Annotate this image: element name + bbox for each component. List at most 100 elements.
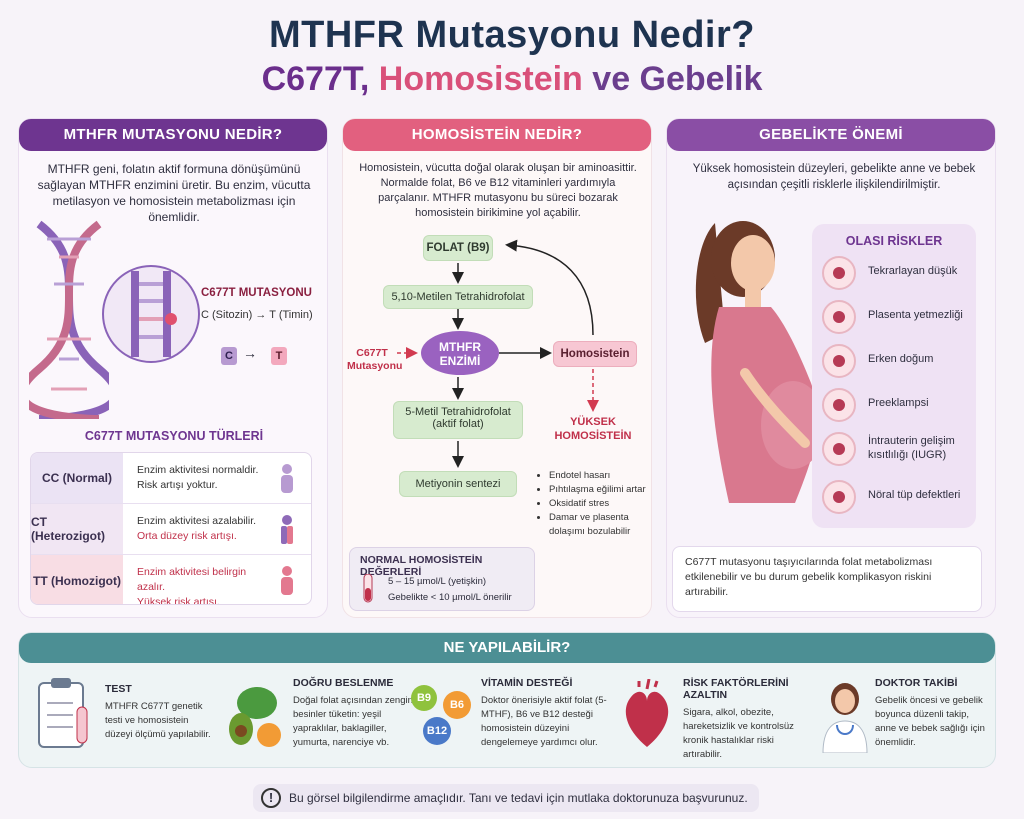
metiyonin-box: Metiyonin sentezi [399,471,517,497]
type-desc: Enzim aktivitesi azalabilir. Orta düzey … [137,514,277,544]
doctor-icon [822,683,868,753]
disclaimer: ! Bu görsel bilgilendirme amaçlıdır. Tan… [253,784,759,812]
type-desc-line2: Orta düzey risk artışı. [137,530,237,542]
homosistein-box: Homosistein [553,341,637,367]
risk-factors-column: RİSK FAKTÖRLERİNİ AZALTIN Sigara, alkol,… [683,677,809,765]
mutation-types-table: CC (Normal) Enzim aktivitesi normaldir. … [30,452,312,605]
dna-zoom-icon [102,265,200,363]
vitamin-b9-icon: B9 [411,685,437,711]
yuksek-line2: HOMOSİSTEİN [554,430,632,442]
what-to-do-header: NE YAPILABİLİR? [19,633,995,663]
yuksek-line1: YÜKSEK [570,416,616,428]
risk-factors-text: Sigara, alkol, obezite, hareketsizlik ve… [683,707,794,760]
base-t: T [271,347,287,365]
preterm-icon [822,344,856,378]
type-row-cc: CC (Normal) Enzim aktivitesi normaldir. … [31,453,311,504]
metil-line2: (aktif folat) [432,418,484,430]
vitamin-b6-icon: B6 [443,691,471,719]
risk-item: Plasenta yetmezliği [822,298,972,338]
risks-title: OLASI RİSKLER [845,234,943,248]
risk-item: Nöral tüp defektleri [822,478,972,518]
placenta-icon [822,300,856,334]
effect-item: Oksidatif stres [549,497,651,511]
fetus-icon [822,432,856,466]
gebelik-note: C677T mutasyonu taşıyıcılarında folat me… [672,546,982,612]
type-desc: Enzim aktivitesi belirgin azalır. Yüksek… [137,565,277,604]
metilen-box: 5,10-Metilen Tetrahidrofolat [383,285,533,309]
doctor-column: DOKTOR TAKİBİ Gebelik öncesi ve gebelik … [875,677,991,765]
risk-label: Preeklampsi [868,397,929,409]
vegetables-icon [229,687,281,747]
normal-pregnancy: Gebelikte < 10 µmol/L önerilir [388,592,512,603]
page-subtitle: C677T, Homosistein ve Gebelik [0,60,1024,99]
type-label: TT (Homozigot) [31,555,123,604]
risk-label: Erken doğum [868,353,934,365]
mthfr-enzyme: MTHFR ENZİMİ [421,331,499,375]
risk-item: İntrauterin gelişim kısıtlılığı (IUGR) [822,430,972,470]
doctor-title: DOKTOR TAKİBİ [875,677,958,689]
type-row-tt: TT (Homozigot) Enzim aktivitesi belirgin… [31,555,311,604]
pregnant-woman-illustration [695,221,815,503]
vitamin-column: VİTAMİN DESTEĞİ Doktor önerisiyle aktif … [481,677,613,765]
mthfr-intro: MTHFR geni, folatın aktif formuna dönüşü… [37,162,311,224]
mthfr-panel-header: MTHFR MUTASYONU NEDİR? [19,119,327,151]
effect-item: Damar ve plasenta dolaşımı bozulabilir [549,511,651,539]
person-icon [281,566,293,595]
effect-item: Endotel hasarı [549,469,651,483]
normal-values-box: NORMAL HOMOSİSTEİN DEĞERLERİ 5 – 15 µmol… [349,547,535,611]
types-title: C677T MUTASYONU TÜRLERİ [84,429,264,443]
dna-helix-icon [29,220,109,419]
vitamin-text: Doktor önerisiyle aktif folat (5-MTHF), … [481,695,607,748]
yuksek-homosistein-label: YÜKSEK HOMOSİSTEİN [543,415,643,443]
nutrition-title: DOĞRU BESLENME [293,677,394,689]
arrow-right-icon: → [243,345,257,361]
risk-factors-title: RİSK FAKTÖRLERİNİ AZALTIN [683,677,789,701]
gebelik-intro: Yüksek homosistein düzeyleri, gebelikte … [692,163,976,191]
metil-box: 5-Metil Tetrahidrofolat(aktif folat) [393,401,523,439]
type-desc-line1: Enzim aktivitesi belirgin azalır. [137,566,247,593]
brain-icon [822,480,856,514]
page-title: MTHFR Mutasyonu Nedir? [269,14,755,56]
risk-item: Erken doğum [822,342,972,382]
type-desc-line1: Enzim aktivitesi azalabilir. [137,515,257,527]
homosistein-intro: Homosistein, vücutta doğal olarak oluşan… [359,162,637,219]
vitamin-b12-icon: B12 [423,717,451,745]
mthfr-enzyme-label: MTHFR ENZİMİ [439,340,481,368]
folat-box: FOLAT (B9) [423,235,493,261]
nutrition-column: DOĞRU BESLENME Doğal folat açısından zen… [293,677,413,765]
test-title: TEST [105,683,132,695]
heart-icon [625,679,669,747]
metabolism-arrows [397,239,599,468]
risk-item: Preeklampsi [822,386,972,426]
preeclampsia-icon [822,388,856,422]
subtitle-homosistein: Homosistein [378,60,583,98]
doctor-text: Gebelik öncesi ve gebelik boyunca düzenl… [875,695,985,748]
normal-values-title: NORMAL HOMOSİSTEİN DEĞERLERİ [360,554,483,578]
risks-card: OLASI RİSKLER Tekrarlayan düşük Plasenta… [812,224,976,528]
gebelik-panel-header: GEBELİKTE ÖNEMİ [667,119,995,151]
risk-label: Nöral tüp defektleri [868,489,961,501]
c677t-label-line2: Mutasyonu [347,360,403,372]
type-desc-line1: Enzim aktivitesi normaldir. [137,464,259,476]
disclaimer-text: Bu görsel bilgilendirme amaçlıdır. Tanı … [289,791,748,805]
metil-line1: 5-Metil Tetrahidrofolat [405,406,511,418]
subtitle-c677t: C677T, [261,60,370,98]
type-label: CC (Normal) [31,453,123,503]
type-row-ct: CT (Heterozigot) Enzim aktivitesi azalab… [31,504,311,555]
effect-item: Pıhtılaşma eğilimi artar [549,483,651,497]
vitamin-title: VİTAMİN DESTEĞİ [481,677,573,689]
test-text: MTHFR C677T genetik testi ve homosistein… [105,701,211,740]
c677t-label-line1: C677T [356,347,388,359]
normal-adult: 5 – 15 µmol/L (yetişkin) [388,576,487,587]
homosistein-panel-header: HOMOSİSTEİN NEDİR? [343,119,651,151]
effects-list: Endotel hasarı Pıhtılaşma eğilimi artar … [539,469,651,539]
clipboard-icon [38,678,88,748]
subtitle-gebelik: ve Gebelik [592,60,763,98]
base-c: C [221,347,237,365]
c677t-mutation-title: C677T MUTASYONU [201,287,312,299]
c677t-mutation-desc: C (Sitozin) → T (Timin) [201,309,313,321]
person-half-icon [281,515,293,544]
type-desc: Enzim aktivitesi normaldir. Risk artışı … [137,463,277,493]
test-column: TEST MTHFR C677T genetik testi ve homosi… [105,677,215,765]
